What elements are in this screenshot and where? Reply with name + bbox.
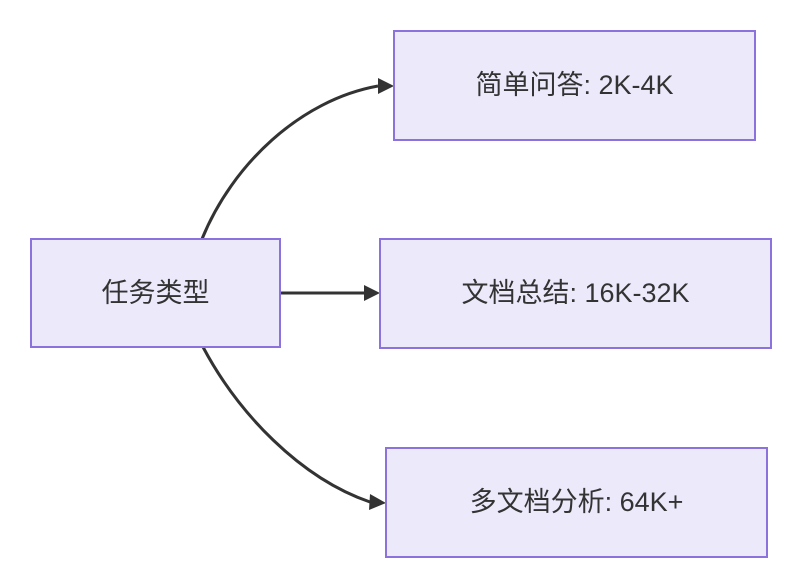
node-doc-summary[interactable]: 文档总结: 16K-32K [379, 238, 772, 349]
node-simple-qa[interactable]: 简单问答: 2K-4K [393, 30, 756, 141]
node-multi-doc-analysis[interactable]: 多文档分析: 64K+ [385, 447, 768, 558]
node-multi-doc-analysis-box[interactable] [385, 447, 768, 558]
arrowhead-simple-qa [378, 78, 394, 94]
node-task-type-box[interactable] [30, 238, 281, 348]
node-task-type-label: 任务类型 [102, 278, 210, 308]
node-simple-qa-label: 简单问答: 2K-4K [475, 70, 673, 100]
node-doc-summary-label: 文档总结: 16K-32K [461, 278, 689, 308]
edge-path-multi-doc [201, 346, 371, 504]
arrowhead-multi-doc [369, 494, 386, 510]
node-multi-doc-analysis-label: 多文档分析: 64K+ [470, 487, 684, 517]
node-task-type[interactable]: 任务类型 [30, 238, 281, 348]
edge-task-type-to-doc-summary [280, 285, 380, 301]
edge-path-simple-qa [200, 84, 379, 240]
edge-group [200, 78, 394, 510]
node-simple-qa-box[interactable] [393, 30, 756, 141]
arrowhead-doc-summary [364, 285, 380, 301]
edge-task-type-to-simple-qa [200, 78, 394, 240]
edge-task-type-to-multi-doc [201, 346, 386, 510]
node-doc-summary-box[interactable] [379, 238, 772, 349]
